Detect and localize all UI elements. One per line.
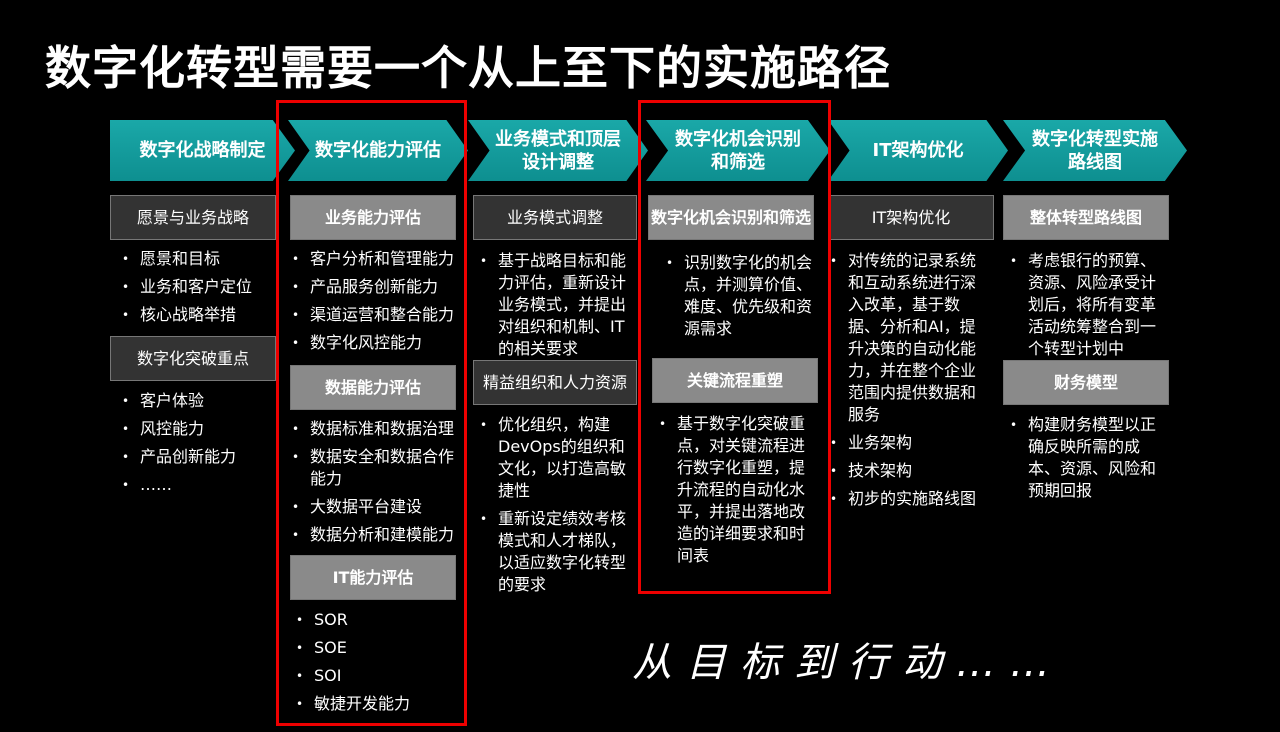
list-item: 技术架构	[826, 460, 986, 482]
step-strategy: 数字化战略制定	[110, 120, 295, 181]
col3-list2: 优化组织，构建DevOps的组织和文化，以打造高敏捷性重新设定绩效考核模式和人才…	[476, 414, 636, 596]
list-item: 愿景和目标	[118, 245, 278, 273]
list-item: SOI	[292, 662, 462, 690]
step-business-model: 业务模式和顶层设计调整	[468, 120, 648, 181]
list-item: 客户分析和管理能力	[288, 245, 463, 273]
step-roadmap: 数字化转型实施路线图	[1003, 120, 1187, 181]
highlight-opportunity	[638, 100, 831, 594]
col6-sub2: 财务模型	[1003, 360, 1169, 405]
col3-sub1: 业务模式调整	[473, 195, 637, 240]
col6-list2: 构建财务模型以正确反映所需的成本、资源、风险和预期回报	[1006, 414, 1166, 502]
step-opportunity: 数字化机会识别和筛选	[646, 120, 830, 181]
list-item: 数据安全和数据合作能力	[288, 446, 463, 490]
col2-sub1: 业务能力评估	[290, 195, 456, 240]
col5-list1: 对传统的记录系统和互动系统进行深入改革，基于数据、分析和AI，提升决策的自动化能…	[826, 250, 986, 510]
list-item: 考虑银行的预算、资源、风险承受计划后，将所有变革活动统筹整合到一个转型计划中	[1006, 250, 1166, 360]
list-item: 核心战略举措	[118, 301, 278, 329]
list-item: 识别数字化的机会点，并测算价值、难度、优先级和资源需求	[662, 252, 817, 340]
list-item: 优化组织，构建DevOps的组织和文化，以打造高敏捷性	[476, 414, 636, 502]
list-item: 数据分析和建模能力	[288, 521, 463, 549]
step-it-architecture: IT架构优化	[828, 120, 1008, 181]
col4-sub2: 关键流程重塑	[652, 358, 818, 403]
step-capability: 数字化能力评估	[288, 120, 468, 181]
col6-sub1: 整体转型路线图	[1003, 195, 1169, 240]
list-item: 数字化风控能力	[288, 329, 463, 357]
list-item: 构建财务模型以正确反映所需的成本、资源、风险和预期回报	[1006, 414, 1166, 502]
col1-list1: 愿景和目标业务和客户定位核心战略举措	[118, 245, 278, 329]
slogan: 从目标到行动……	[632, 640, 1064, 686]
list-item: 业务和客户定位	[118, 273, 278, 301]
col2-sub2: 数据能力评估	[290, 365, 456, 410]
list-item: 重新设定绩效考核模式和人才梯队，以适应数字化转型的要求	[476, 508, 636, 596]
list-item: 基于战略目标和能力评估，重新设计业务模式，并提出对组织和机制、IT的相关要求	[476, 250, 636, 360]
col2-list1: 客户分析和管理能力产品服务创新能力渠道运营和整合能力数字化风控能力	[288, 245, 463, 357]
col2-list2: 数据标准和数据治理数据安全和数据合作能力大数据平台建设数据分析和建模能力	[288, 415, 463, 549]
col2-sub3: IT能力评估	[290, 555, 456, 600]
col3-list1: 基于战略目标和能力评估，重新设计业务模式，并提出对组织和机制、IT的相关要求	[476, 250, 636, 360]
list-item: 业务架构	[826, 432, 986, 454]
col4-list2: 基于数字化突破重点，对关键流程进行数字化重塑，提升流程的自动化水平，并提出落地改…	[655, 413, 815, 567]
col1-list2: 客户体验风控能力产品创新能力……	[118, 387, 278, 499]
list-item: 数据标准和数据治理	[288, 415, 463, 443]
list-item: ……	[118, 471, 278, 499]
col3-sub2: 精益组织和人力资源	[473, 360, 637, 405]
list-item: 渠道运营和整合能力	[288, 301, 463, 329]
list-item: 风控能力	[118, 415, 278, 443]
list-item: 产品创新能力	[118, 443, 278, 471]
list-item: 敏捷开发能力	[292, 690, 462, 718]
col6-list1: 考虑银行的预算、资源、风险承受计划后，将所有变革活动统筹整合到一个转型计划中	[1006, 250, 1166, 360]
col2-list3: SORSOESOI敏捷开发能力	[292, 606, 462, 718]
col5-sub1: IT架构优化	[828, 195, 994, 240]
col1-sub2: 数字化突破重点	[110, 336, 276, 381]
list-item: 对传统的记录系统和互动系统进行深入改革，基于数据、分析和AI，提升决策的自动化能…	[826, 250, 986, 426]
page-title: 数字化转型需要一个从上至下的实施路径	[45, 41, 891, 95]
col4-list1: 识别数字化的机会点，并测算价值、难度、优先级和资源需求	[662, 252, 817, 340]
highlight-capability	[276, 100, 467, 726]
list-item: 产品服务创新能力	[288, 273, 463, 301]
list-item: 大数据平台建设	[288, 493, 463, 521]
list-item: SOE	[292, 634, 462, 662]
list-item: 初步的实施路线图	[826, 488, 986, 510]
col4-sub1: 数字化机会识别和筛选	[648, 195, 814, 240]
list-item: 客户体验	[118, 387, 278, 415]
col1-sub1: 愿景与业务战略	[110, 195, 276, 240]
list-item: 基于数字化突破重点，对关键流程进行数字化重塑，提升流程的自动化水平，并提出落地改…	[655, 413, 815, 567]
list-item: SOR	[292, 606, 462, 634]
